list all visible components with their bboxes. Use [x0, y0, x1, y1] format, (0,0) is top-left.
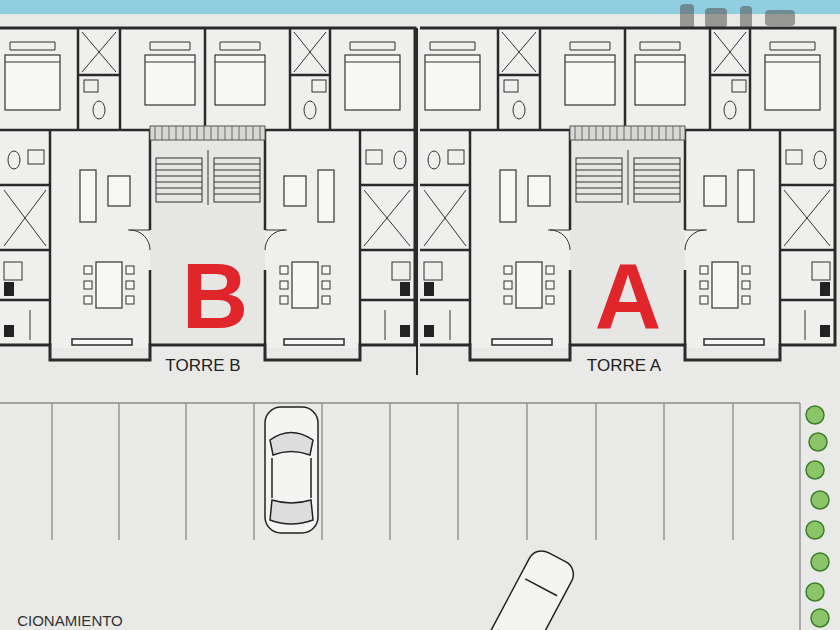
- area-label: CIONAMIENTO: [15, 612, 125, 629]
- tower-letter: A: [593, 249, 663, 343]
- tower-name: TORRE B: [163, 356, 242, 375]
- tower-letter: B: [180, 249, 250, 343]
- tower-name: TORRE A: [585, 356, 663, 375]
